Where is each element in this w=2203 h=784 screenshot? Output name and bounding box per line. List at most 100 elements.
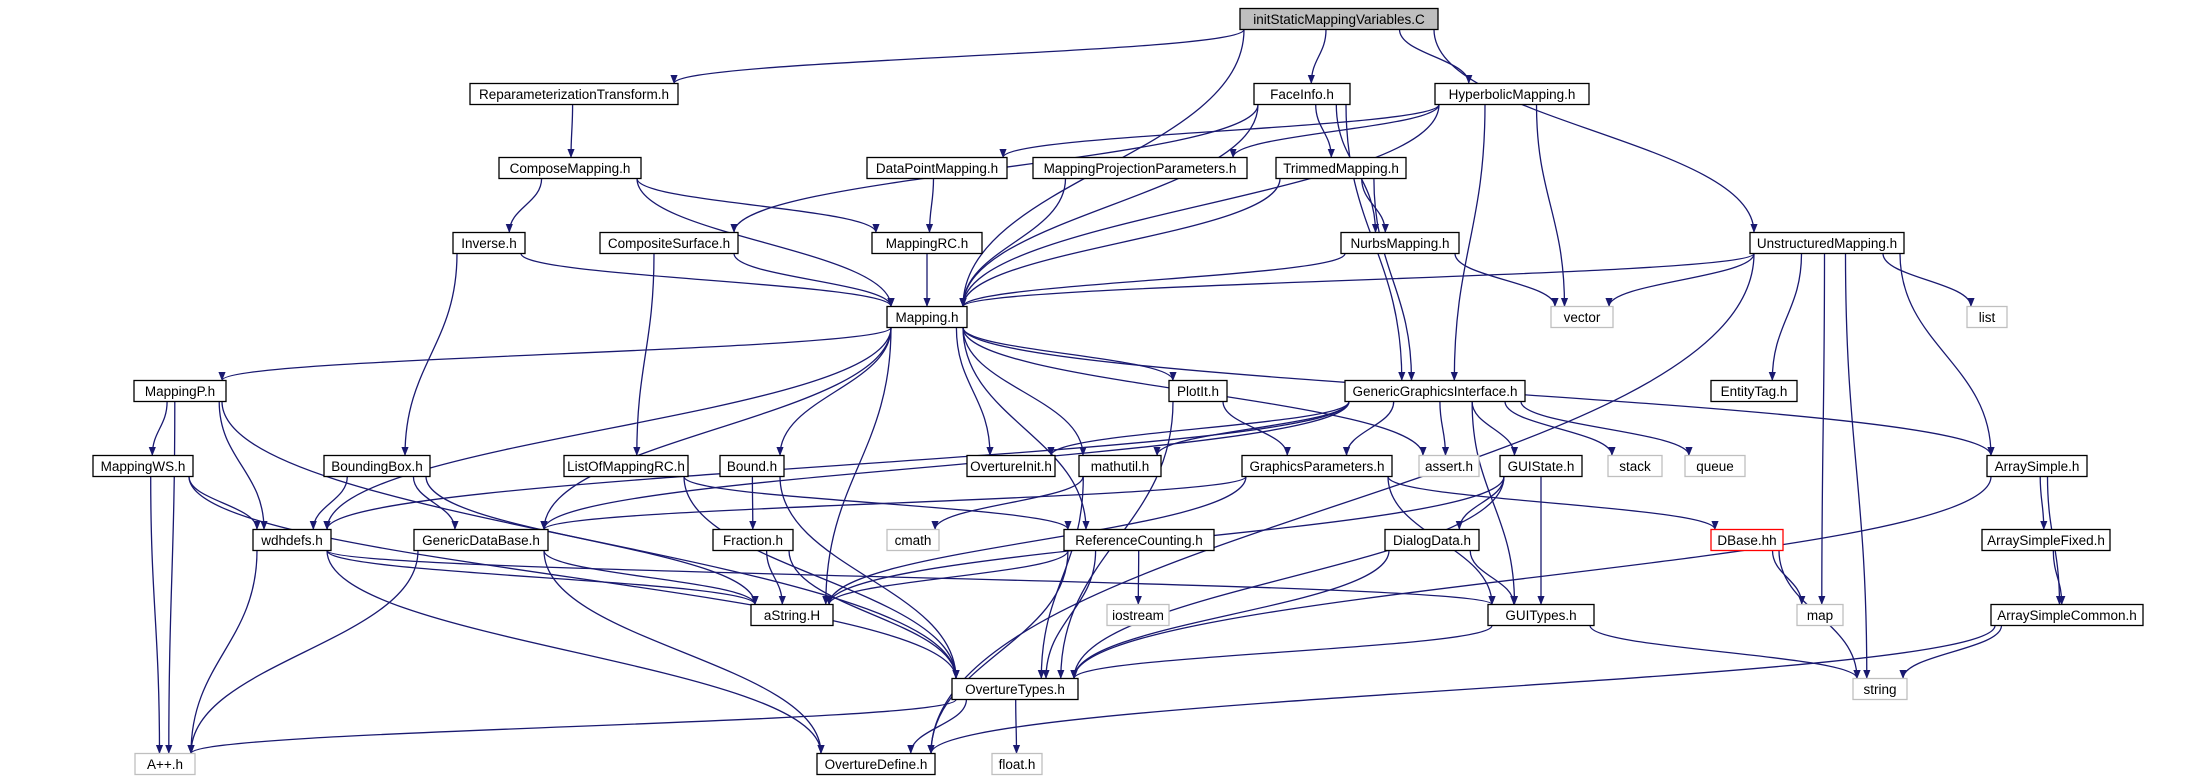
node-label: float.h <box>999 757 1036 772</box>
edge-ovtypes-to-ovdefine <box>907 699 968 754</box>
node-label: ListOfMappingRC.h <box>567 459 685 474</box>
edge-bbox-to-wdh <box>309 476 348 530</box>
node-box <box>1032 156 1248 180</box>
edge-ggi-to-ovinit <box>1047 401 1350 456</box>
edge-init-to-hyp <box>1398 29 1473 84</box>
node-string: string <box>1852 677 1908 701</box>
edge-wdh-to-astring <box>326 549 759 606</box>
edge-dpm-to-mrc <box>925 178 935 233</box>
node-label: list <box>1979 310 1996 325</box>
node-label: GUITypes.h <box>1505 608 1576 623</box>
edge-unstr-to-list <box>1882 253 1975 307</box>
node-label: FaceInfo.h <box>1270 87 1334 102</box>
node-label: cmath <box>895 533 932 548</box>
edge-trim-to-nurbs <box>1361 178 1389 233</box>
node-box <box>1434 82 1590 106</box>
edge-compose-to-inv <box>505 178 543 233</box>
node-box <box>991 752 1043 776</box>
edge-ggi-to-gdb <box>540 401 1350 530</box>
edge-fraction-to-ovtypes <box>788 550 960 679</box>
edge-refcount-to-ovtypes <box>1042 550 1097 679</box>
node-fraction: Fraction.h <box>712 528 794 552</box>
node-gdb: GenericDataBase.h <box>413 528 549 552</box>
edge-hyp-to-ggi <box>1450 104 1486 381</box>
node-label: HyperbolicMapping.h <box>1449 87 1576 102</box>
node-app: A++.h <box>134 752 196 776</box>
edge-ovtypes-to-app <box>187 698 957 755</box>
edge-dbase-to-mapstd <box>1771 550 1806 605</box>
edge-gdb-to-astring <box>543 550 759 605</box>
node-box <box>1106 603 1170 627</box>
edge-map-to-mathutil <box>962 327 1087 456</box>
edge-gp-to-gdb <box>540 475 1247 531</box>
node-label: MappingP.h <box>145 384 215 399</box>
node-label: GenericDataBase.h <box>422 533 540 548</box>
edge-inv-to-map <box>520 253 895 307</box>
node-box <box>1710 379 1798 403</box>
node-mathutil: mathutil.h <box>1078 454 1162 478</box>
node-guistate: GUIState.h <box>1499 454 1583 478</box>
edge-refcount-to-astring <box>825 550 1069 605</box>
edge-guitypes-to-string <box>1589 625 1861 679</box>
node-label: GraphicsParameters.h <box>1249 459 1384 474</box>
node-mapWS: MappingWS.h <box>92 454 194 478</box>
edge-ovtypes-to-float <box>1012 699 1021 754</box>
node-iostream: iostream <box>1106 603 1170 627</box>
edge-gp-to-astring <box>825 476 1247 605</box>
node-box <box>951 677 1079 701</box>
node-ovdefine: OvertureDefine.h <box>816 752 936 776</box>
node-wdh: wdhdefs.h <box>252 528 332 552</box>
node-face: FaceInfo.h <box>1253 82 1351 106</box>
edge-map-to-wdh <box>323 327 892 530</box>
edge-map-to-plotit <box>962 327 1177 381</box>
node-label: TrimmedMapping.h <box>1283 161 1399 176</box>
node-bound: Bound.h <box>719 454 785 478</box>
node-label: string <box>1863 682 1896 697</box>
node-box <box>1063 528 1215 552</box>
node-box <box>563 454 689 478</box>
node-label: EntityTag.h <box>1721 384 1788 399</box>
edge-face-to-trim <box>1315 104 1335 158</box>
node-asfixed: ArraySimpleFixed.h <box>1981 528 2111 552</box>
edge-ggi-to-wdh <box>323 401 1350 530</box>
edge-asfixed-to-ascommon <box>2052 550 2066 605</box>
edge-cs-to-map <box>733 253 895 307</box>
node-label: aString.H <box>764 608 820 623</box>
edge-gdb-to-app <box>187 550 419 754</box>
edge-bound-to-ovtypes <box>779 476 960 679</box>
node-init: initStaticMappingVariables.C <box>1239 7 1439 31</box>
node-box <box>452 231 526 255</box>
node-guitypes: GUITypes.h <box>1487 603 1595 627</box>
edge-mathutil-to-cmath <box>931 476 1084 530</box>
edge-init-to-repT <box>670 28 1245 85</box>
node-label: NurbsMapping.h <box>1350 236 1449 251</box>
node-list: list <box>1966 305 2008 329</box>
node-label: OvertureDefine.h <box>825 757 928 772</box>
node-map: Mapping.h <box>886 305 968 329</box>
node-box <box>1340 231 1460 255</box>
edge-unstr-to-ovdefine <box>927 253 1755 754</box>
node-label: map <box>1807 608 1833 623</box>
node-label: iostream <box>1112 608 1164 623</box>
node-box <box>1418 454 1480 478</box>
node-box <box>1986 454 2088 478</box>
node-label: DialogData.h <box>1393 533 1471 548</box>
node-label: ReparameterizationTransform.h <box>479 87 669 102</box>
node-box <box>1852 677 1908 701</box>
node-mrc: MappingRC.h <box>871 231 983 255</box>
edge-ggi-to-guistate <box>1471 401 1519 456</box>
node-repT: ReparameterizationTransform.h <box>469 82 679 106</box>
edge-repT-to-compose <box>567 104 575 158</box>
node-box <box>1275 156 1407 180</box>
node-box <box>886 528 940 552</box>
edge-unstr-to-string <box>1844 253 1871 679</box>
node-cmath: cmath <box>886 528 940 552</box>
edge-hyp-to-mpp <box>1229 104 1440 158</box>
edge-nurbs-to-vector <box>1454 253 1559 307</box>
edge-fraction-to-astring <box>765 550 786 605</box>
node-box <box>252 528 332 552</box>
edge-ascommon-to-string <box>1899 625 2003 679</box>
node-label: ReferenceCounting.h <box>1075 533 1203 548</box>
node-box <box>1239 7 1439 31</box>
node-label: Fraction.h <box>723 533 783 548</box>
